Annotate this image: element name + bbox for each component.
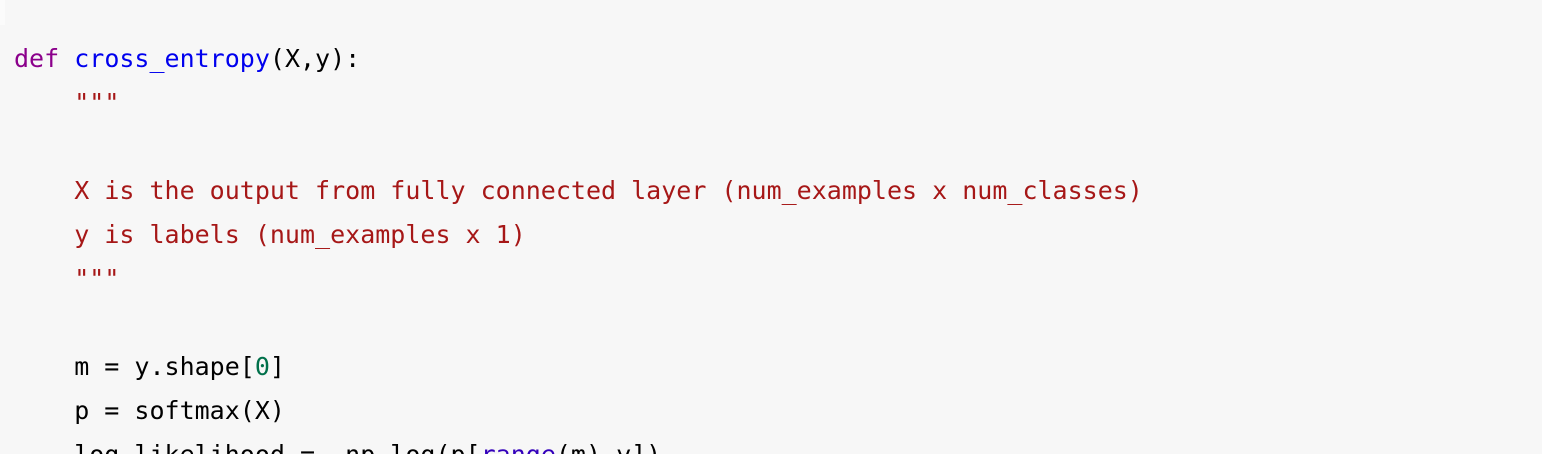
code-token-plain [14, 264, 74, 293]
code-line: """ [14, 257, 1542, 301]
code-line [14, 125, 1542, 169]
code-token-string: X is the output from fully connected lay… [74, 176, 1143, 205]
code-token-plain: ] [269, 352, 285, 381]
code-token-plain [14, 88, 74, 117]
code-token-plain [59, 44, 74, 73]
code-token-plain [14, 176, 74, 205]
code-token-string: y is labels (num_examples x 1) [74, 220, 526, 249]
code-token-plain [14, 220, 74, 249]
code-token-operator: - [330, 440, 345, 454]
code-line: """ [14, 81, 1542, 125]
code-token-plain: np.log(p[ [345, 440, 480, 454]
code-token-string: """ [74, 88, 120, 117]
code-token-string: """ [74, 264, 120, 293]
code-line: def cross_entropy(X,y): [14, 37, 1542, 81]
code-token-function: cross_entropy [74, 44, 270, 73]
code-token-number: 0 [254, 352, 270, 381]
code-token-plain: (m),y]) [556, 440, 661, 454]
code-token-plain: m = y.shape[ [14, 352, 255, 381]
code-token-plain: (X,y): [269, 44, 361, 73]
code-line [14, 301, 1542, 345]
code-line: X is the output from fully connected lay… [14, 169, 1542, 213]
code-line: m = y.shape[0] [14, 345, 1542, 389]
code-token-builtin: range [481, 440, 556, 454]
code-content[interactable]: def cross_entropy(X,y): """ X is the out… [0, 25, 1542, 454]
code-token-plain: log_likelihood = [14, 440, 330, 454]
code-token-keyword: def [14, 44, 60, 73]
code-token-plain: p = softmax(X) [14, 396, 285, 425]
code-line: log_likelihood = -np.log(p[range(m),y]) [14, 433, 1542, 454]
code-line: y is labels (num_examples x 1) [14, 213, 1542, 257]
code-line: p = softmax(X) [14, 389, 1542, 433]
